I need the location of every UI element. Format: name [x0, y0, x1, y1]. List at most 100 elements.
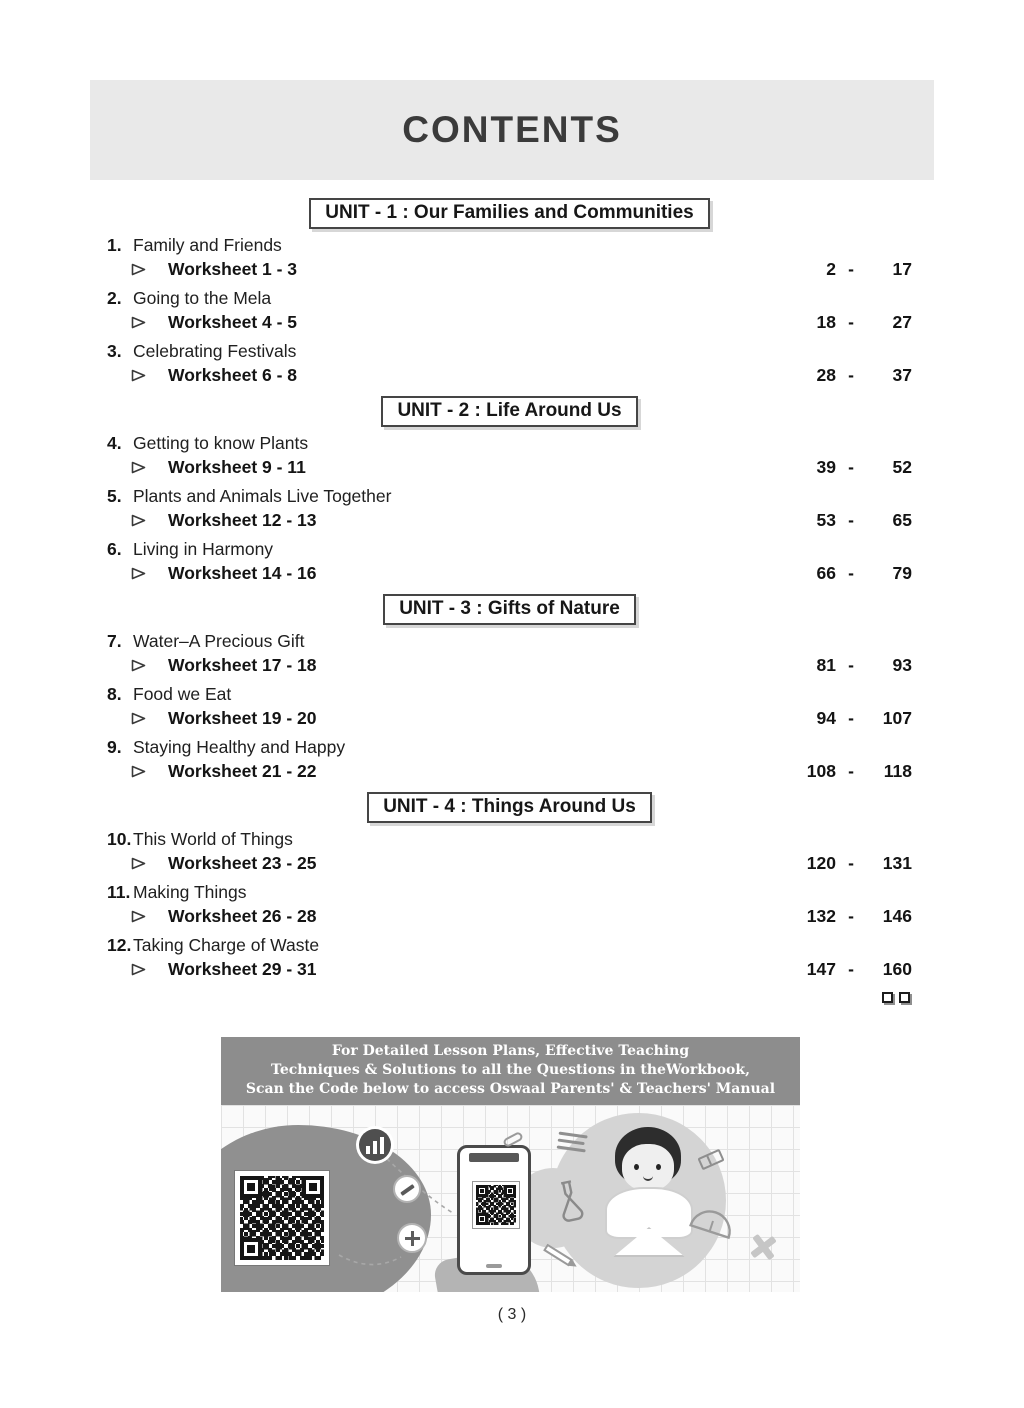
unit-header-label: UNIT - 3 : Gifts of Nature	[399, 598, 620, 619]
page-range: 53 - 65	[776, 508, 912, 533]
page-range: 39 - 52	[776, 455, 912, 480]
page-range: 18 - 27	[776, 310, 912, 335]
item-number: 8.	[107, 684, 122, 704]
unit-header: UNIT - 2 : Life Around Us	[381, 396, 638, 427]
promo-banner: For Detailed Lesson Plans, Effective Tea…	[221, 1037, 800, 1292]
qr-finder-top-right	[302, 1176, 324, 1198]
page-range: 2 - 17	[776, 257, 912, 282]
worksheet-label: Worksheet 14 - 16	[168, 563, 317, 583]
banner-line-2: Techniques & Solutions to all the Questi…	[271, 1062, 750, 1078]
page-start: 2	[826, 259, 836, 279]
item-number: 6.	[107, 539, 122, 559]
page-separator: -	[848, 906, 854, 926]
arrow-bullet-icon	[131, 857, 146, 870]
item-number: 4.	[107, 433, 122, 453]
page-number: ( 3 )	[497, 1306, 527, 1323]
banner-line-3: Scan the Code below to access Oswaal Par…	[245, 1081, 776, 1097]
item-number: 2.	[107, 288, 122, 308]
toc-item: 3. Celebrating Festivals Worksheet 6 - 8…	[107, 339, 912, 388]
page-end: 118	[883, 761, 912, 781]
page-separator: -	[848, 312, 854, 332]
page-start: 66	[816, 563, 836, 583]
page-start: 147	[806, 959, 836, 979]
worksheet-label: Worksheet 26 - 28	[168, 906, 317, 926]
page-end: 131	[882, 853, 912, 873]
page-end: 17	[892, 259, 912, 279]
worksheet-label: Worksheet 17 - 18	[168, 655, 317, 675]
arrow-bullet-icon	[131, 910, 146, 923]
page-end: 93	[892, 655, 912, 675]
item-number: 12.	[107, 935, 132, 955]
bar-chart-icon	[359, 1129, 391, 1161]
plus-icon	[397, 1223, 427, 1253]
item-title: Making Things	[133, 882, 247, 902]
page-range: 28 - 37	[776, 363, 912, 388]
unit-header-label: UNIT - 4 : Things Around Us	[383, 796, 636, 817]
arrow-bullet-icon	[131, 514, 146, 527]
page-end: 27	[892, 312, 912, 332]
toc-item: 10. This World of Things Worksheet 23 - …	[107, 827, 912, 876]
item-title: Staying Healthy and Happy	[133, 737, 346, 757]
banner-illustration	[221, 1105, 800, 1292]
worksheet-label: Worksheet 4 - 5	[168, 312, 298, 332]
phone-home-button	[486, 1264, 502, 1268]
worksheet-label: Worksheet 1 - 3	[168, 259, 298, 279]
arrow-bullet-icon	[131, 659, 146, 672]
page-start: 18	[816, 312, 836, 332]
page-separator: -	[848, 708, 854, 728]
toc-item: 4. Getting to know Plants Worksheet 9 - …	[107, 431, 912, 480]
toc-item: 5. Plants and Animals Live Together Work…	[107, 484, 912, 533]
page-separator: -	[848, 457, 854, 477]
item-title: Getting to know Plants	[133, 433, 309, 453]
page-separator: -	[848, 259, 854, 279]
page-header-band: CONTENTS	[90, 80, 934, 180]
item-number: 10.	[107, 829, 132, 849]
page-range: 132 - 146	[776, 904, 912, 929]
page-end: 160	[882, 959, 912, 979]
toc-item: 2. Going to the Mela Worksheet 4 - 5 18 …	[107, 286, 912, 335]
page-end: 107	[882, 708, 912, 728]
arrow-bullet-icon	[131, 963, 146, 976]
page-separator: -	[848, 853, 854, 873]
end-of-list-squares-icon	[107, 992, 912, 1003]
page-range: 147 - 160	[776, 957, 912, 982]
person-face	[622, 1144, 674, 1191]
menu-lines-icon	[556, 1131, 588, 1153]
protractor-icon	[689, 1210, 731, 1240]
page-end: 37	[892, 365, 912, 385]
worksheet-label: Worksheet 19 - 20	[168, 708, 317, 728]
item-title: This World of Things	[133, 829, 293, 849]
unit-section: UNIT - 1 : Our Families and Communities …	[107, 198, 912, 388]
toc-item: 7. Water–A Precious Gift Worksheet 17 - …	[107, 629, 912, 678]
worksheet-label: Worksheet 23 - 25	[168, 853, 317, 873]
item-title: Food we Eat	[133, 684, 232, 704]
item-title: Going to the Mela	[133, 288, 272, 308]
unit-header: UNIT - 3 : Gifts of Nature	[383, 594, 636, 625]
page-start: 81	[816, 655, 836, 675]
item-number: 9.	[107, 737, 122, 757]
phone-qr-code	[473, 1182, 519, 1228]
page-start: 28	[816, 365, 836, 385]
unit-header-label: UNIT - 2 : Life Around Us	[397, 400, 622, 421]
page-separator: -	[848, 563, 854, 583]
page-separator: -	[848, 655, 854, 675]
arrow-bullet-icon	[131, 712, 146, 725]
phone-screen-bar	[469, 1153, 519, 1162]
page-end: 79	[892, 563, 912, 583]
unit-header-label: UNIT - 1 : Our Families and Communities	[325, 202, 694, 223]
qr-code	[235, 1171, 329, 1265]
worksheet-label: Worksheet 21 - 22	[168, 761, 317, 781]
page-end: 146	[882, 906, 912, 926]
page-separator: -	[848, 365, 854, 385]
page-range: 81 - 93	[776, 653, 912, 678]
banner-line-1: For Detailed Lesson Plans, Effective Tea…	[331, 1043, 690, 1059]
unit-header: UNIT - 4 : Things Around Us	[367, 792, 652, 823]
pencil-icon	[393, 1175, 421, 1203]
banner-text-band: For Detailed Lesson Plans, Effective Tea…	[221, 1037, 800, 1105]
toc-item: 9. Staying Healthy and Happy Worksheet 2…	[107, 735, 912, 784]
page-start: 94	[816, 708, 836, 728]
arrow-bullet-icon	[131, 263, 146, 276]
arrow-bullet-icon	[131, 369, 146, 382]
page-end: 52	[892, 457, 912, 477]
